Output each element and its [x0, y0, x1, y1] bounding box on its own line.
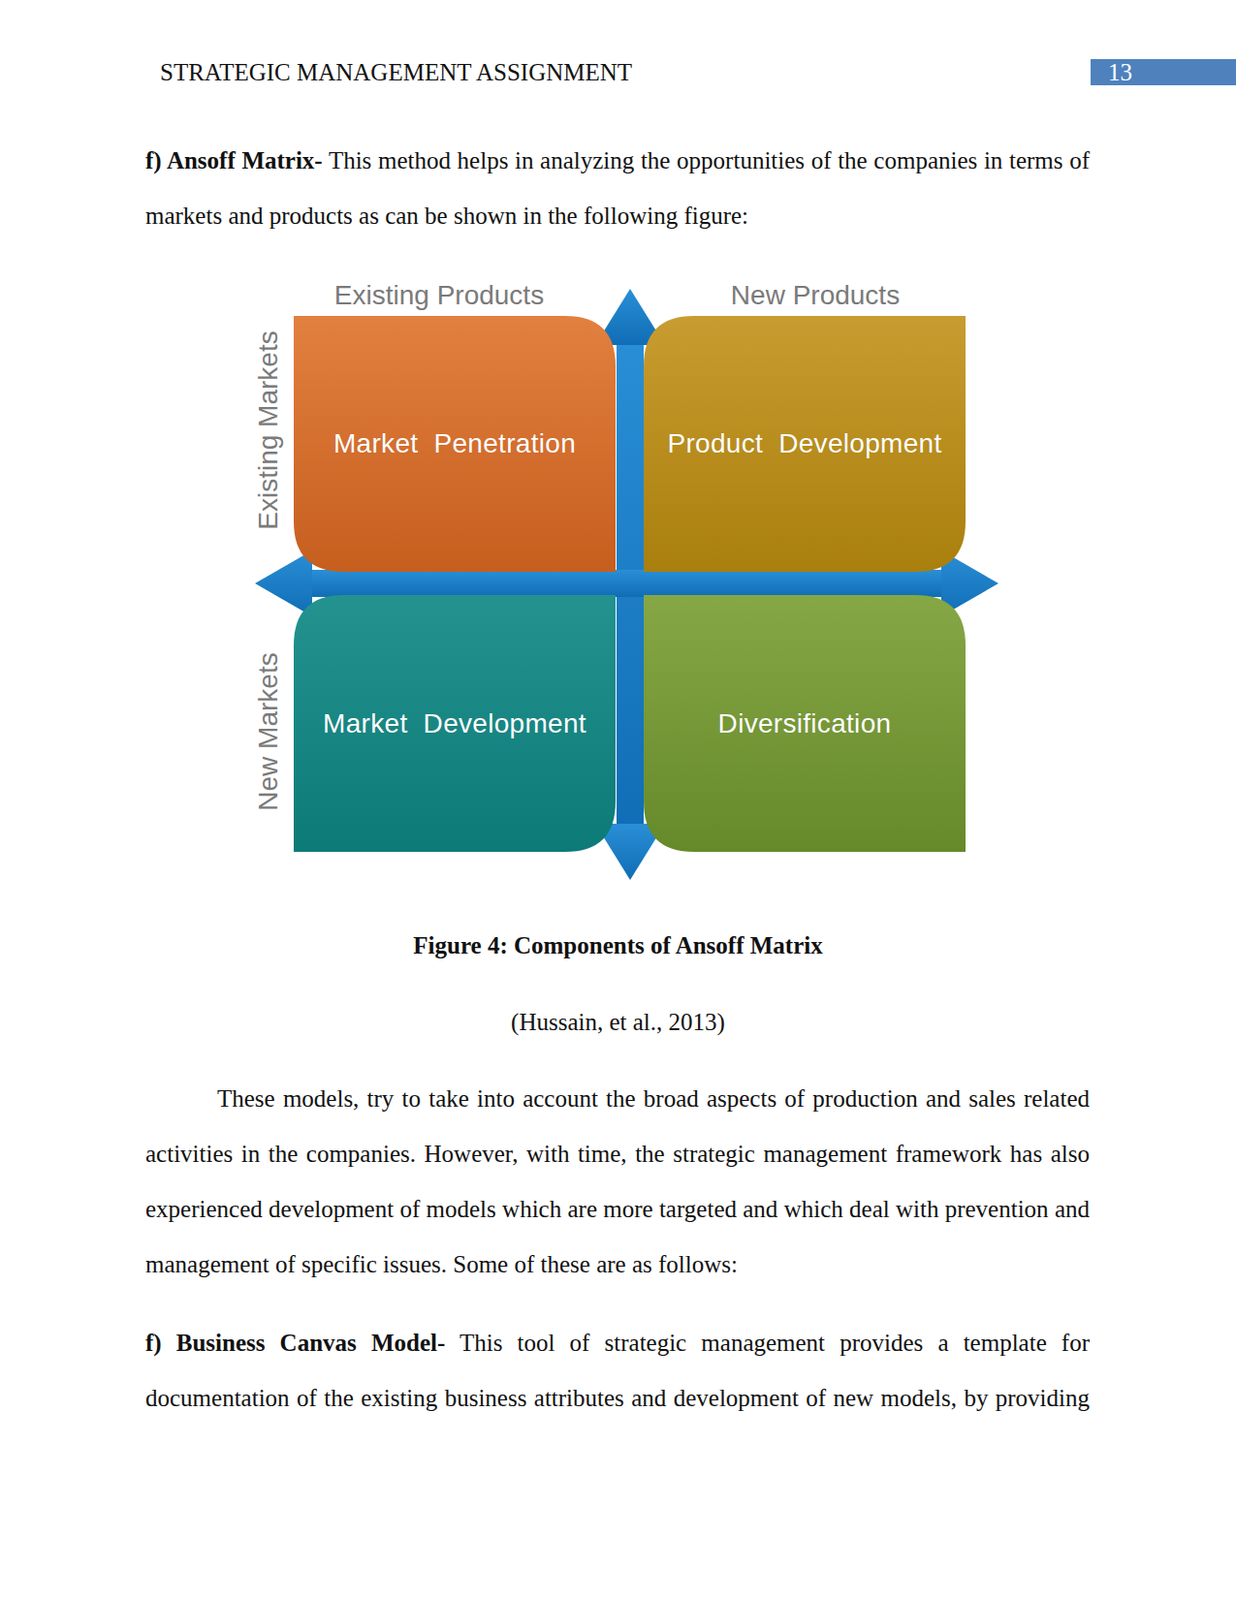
quadrant-label: Diversification — [718, 708, 892, 740]
quadrant-label: Market Development — [322, 708, 587, 740]
axis-label: Existing Products — [334, 280, 544, 312]
bold-heading: f) Business Canvas Model- — [145, 1330, 445, 1357]
axis-label: New Markets — [253, 652, 285, 811]
matrix-quadrant: Market Development — [293, 595, 616, 853]
body-paragraph: These models, try to take into account t… — [145, 1071, 1090, 1293]
quadrant-label: Product Development — [666, 428, 942, 460]
matrix-quadrant: Market Penetration — [293, 316, 616, 572]
bold-heading: f) Ansoff Matrix- — [145, 147, 323, 174]
page-number: 13 — [1108, 58, 1133, 88]
quadrant-label: Market Penetration — [333, 428, 576, 460]
body-text: These models, try to take into account t… — [145, 1085, 1090, 1278]
body-paragraph: f) Business Canvas Model- This tool of s… — [145, 1315, 1090, 1427]
running-header: STRATEGIC MANAGEMENT ASSIGNMENT — [159, 58, 633, 88]
matrix-quadrant: Diversification — [643, 595, 966, 853]
figure-source: (Hussain, et al., 2013) — [0, 1008, 1236, 1038]
figure-caption: Figure 4: Components of Ansoff Matrix — [0, 931, 1236, 961]
body-paragraph: f) Ansoff Matrix- This method helps in a… — [145, 132, 1090, 244]
matrix-quadrant: Product Development — [643, 316, 966, 572]
axis-label: Existing Markets — [253, 330, 285, 530]
axis-label: New Products — [730, 280, 900, 312]
axis-cross-arrows — [254, 288, 999, 881]
